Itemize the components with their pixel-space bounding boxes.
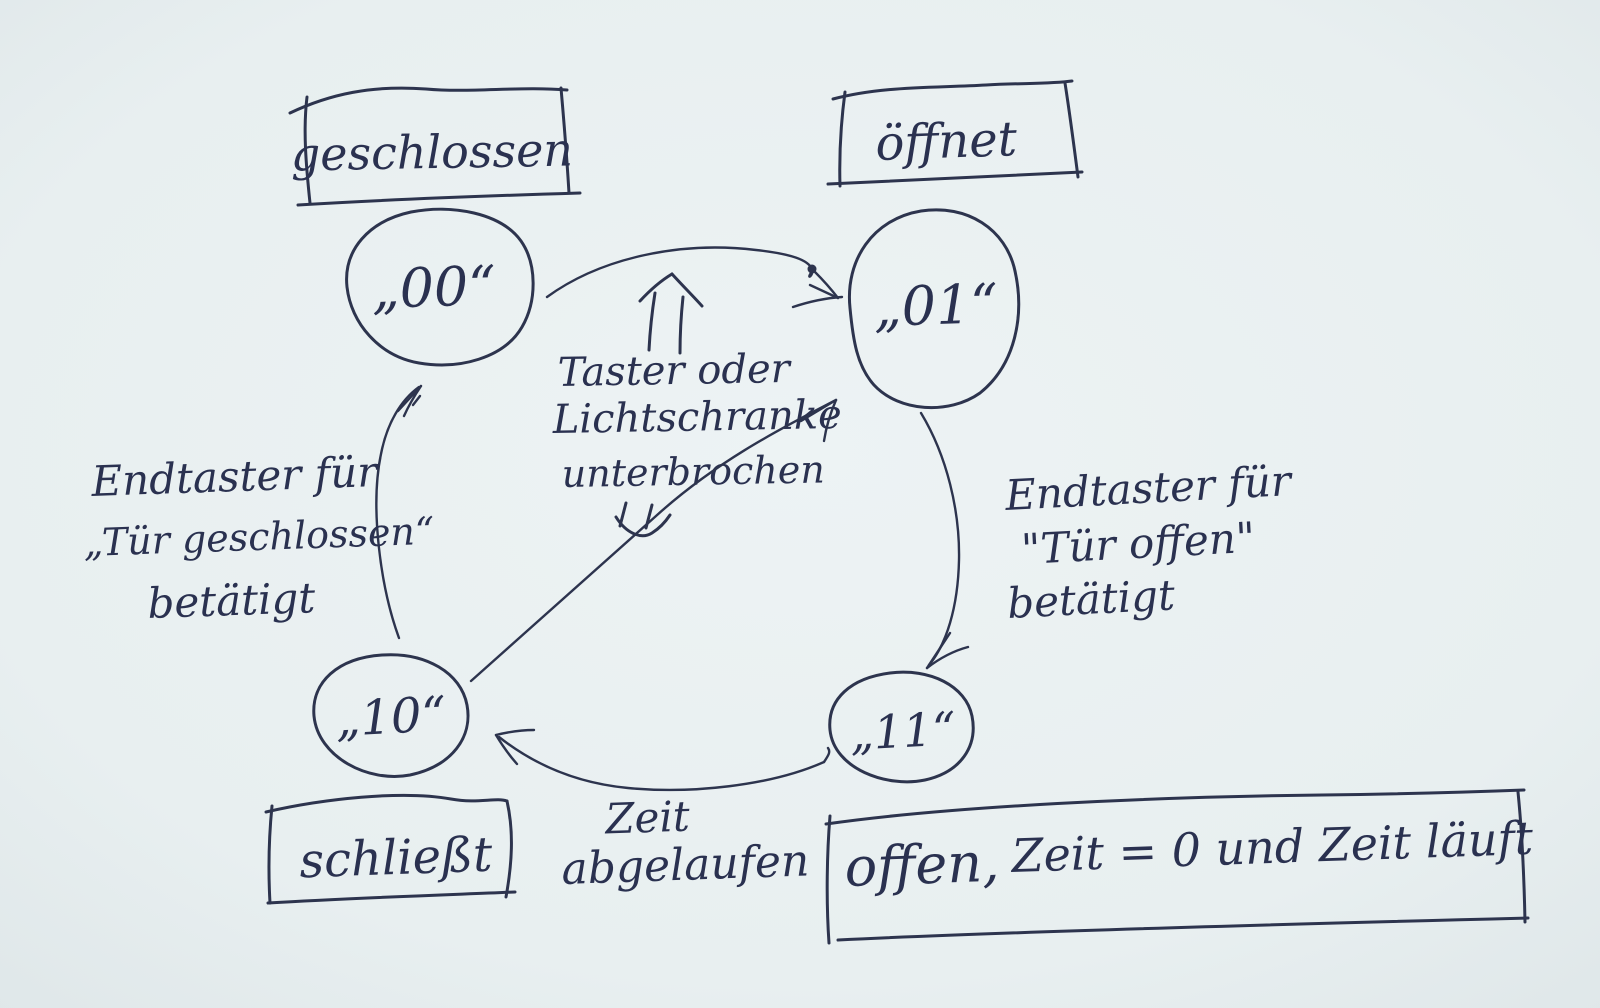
arrow-10-to-00 (375, 384, 423, 640)
transition-label-time-line2: abgelaufen (561, 835, 811, 895)
arrow-11-to-10 (494, 728, 831, 792)
box-label-oeffnet: öffnet (874, 111, 1018, 172)
state-box-offen (824, 788, 1530, 945)
transition-label-trigger-line1: Taster oder (557, 346, 793, 396)
transition-label-trigger-line3: unterbrochen (561, 447, 825, 496)
state-circle-00 (345, 207, 535, 367)
box-label-schliesst: schließt (298, 827, 493, 890)
transition-label-time-line1: Zeit (602, 792, 690, 844)
arrow-01-to-11 (919, 411, 970, 670)
state-circle-01 (847, 208, 1021, 410)
state-circle-10 (312, 653, 470, 778)
state-box-geschlossen (288, 86, 582, 207)
state-circle-11 (828, 670, 975, 784)
state-box-schliesst (264, 793, 517, 905)
state-box-oeffnet (826, 79, 1084, 188)
box-label-offen-state: offen, (843, 831, 1000, 899)
state-label-10: „10“ (334, 686, 447, 748)
arrow-00-to-01 (545, 246, 844, 309)
state-label-11: „11“ (848, 701, 957, 760)
transition-label-trigger-line2: Lichtschranke (551, 392, 842, 443)
state-label-01: „01“ (873, 272, 999, 339)
transition-label-limit-closed-line3: betätigt (147, 573, 316, 628)
box-label-geschlossen: geschlossen (290, 123, 573, 182)
transition-label-limit-open-line2: "Tür offen" (1020, 513, 1256, 574)
transition-label-limit-open-line3: betätigt (1006, 570, 1176, 628)
pointer-up-arrow (638, 272, 704, 355)
arrow-10-to-01-diagonal (469, 398, 838, 683)
state-label-00: „00“ (371, 254, 497, 321)
transition-label-limit-closed-line1: Endtaster für (90, 447, 381, 506)
